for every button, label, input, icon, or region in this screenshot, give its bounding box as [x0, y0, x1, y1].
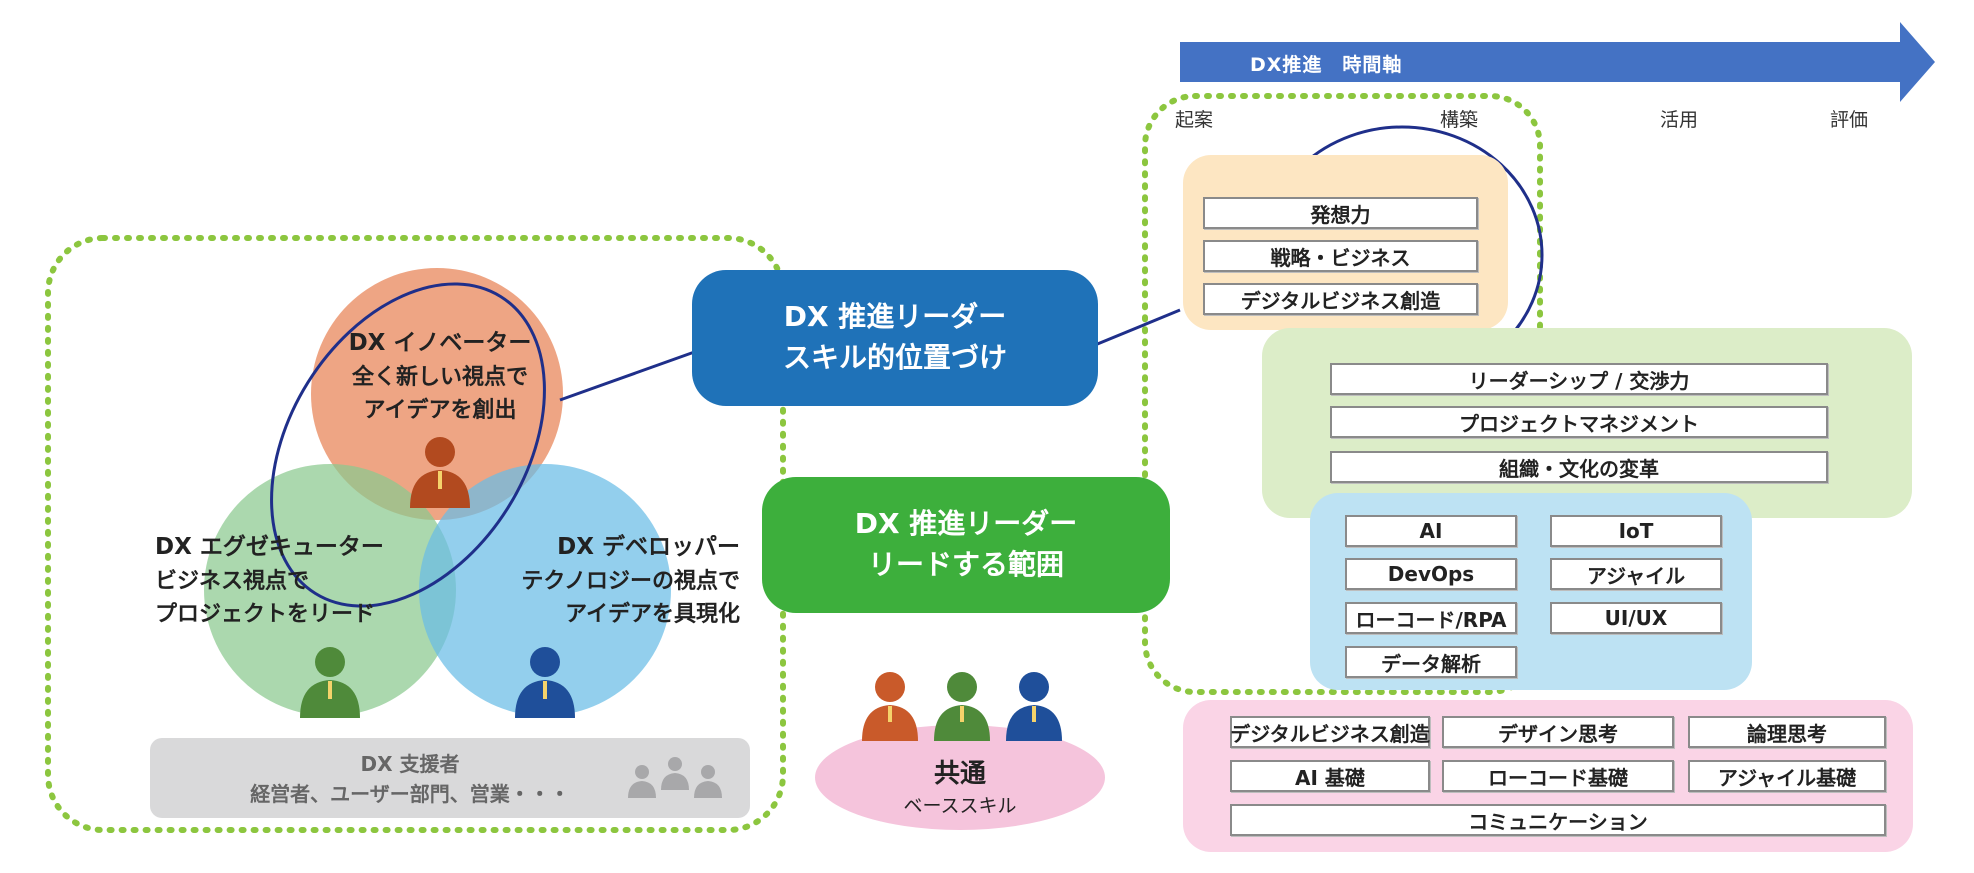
base-skill-ai-basics: AI 基礎 — [1230, 760, 1430, 792]
developer-line2: アイデアを具現化 — [565, 601, 740, 627]
supporter-title: DX 支援者 — [360, 752, 460, 776]
time-axis-arrow — [1180, 22, 1935, 102]
innovator-line1: 全く新しい視点で — [351, 364, 528, 390]
skill-strategy-business: 戦略・ビジネス — [1203, 240, 1478, 272]
base-skill-digital-business-creation: デジタルビジネス創造 — [1230, 716, 1430, 748]
skill-ai: AI — [1345, 515, 1517, 547]
innovator-text: DX イノベーター 全く新しい視点で アイデアを創出 — [340, 326, 540, 427]
executor-line1: ビジネス視点で — [155, 568, 310, 594]
developer-person-icon — [515, 647, 575, 718]
common-executor-person-icon — [934, 672, 990, 741]
common-title: 共通 — [933, 759, 986, 789]
executor-line2: プロジェクトをリード — [155, 601, 376, 627]
base-skill-agile-basics: アジャイル基礎 — [1688, 760, 1886, 792]
skill-ui-ux: UI/UX — [1550, 602, 1722, 634]
skill-devops: DevOps — [1345, 558, 1517, 590]
time-axis-label: DX推進 時間軸 — [1250, 54, 1403, 76]
executor-person-icon — [300, 647, 360, 718]
connector-left — [559, 348, 701, 402]
skill-ideation: 発想力 — [1203, 197, 1478, 229]
executor-circle — [204, 464, 456, 716]
lead-scope-pill: DX 推進リーダー リードする範囲 — [762, 477, 1170, 613]
base-skill-lowcode-basics: ローコード基礎 — [1442, 760, 1674, 792]
innovator-title: DX イノベーター — [348, 330, 532, 356]
innovator-line2: アイデアを創出 — [363, 397, 517, 423]
base-skill-design-thinking: デザイン思考 — [1442, 716, 1674, 748]
connector-right — [1094, 308, 1181, 347]
common-base-skill: 共通 ベーススキル — [815, 725, 1105, 830]
supporter-group-icon — [628, 757, 722, 798]
developer-line1: テクノロジーの視点で — [521, 568, 740, 594]
common-subtitle: ベーススキル — [903, 795, 1017, 817]
position-pill-line1: DX 推進リーダー — [783, 300, 1007, 334]
skill-org-culture-change: 組織・文化の変革 — [1330, 451, 1828, 483]
developer-circle — [419, 464, 671, 716]
lead-pill-line1: DX 推進リーダー — [854, 507, 1078, 541]
innovator-highlight-ellipse — [270, 282, 546, 608]
position-pill: DX 推進リーダー スキル的位置づけ — [692, 270, 1098, 406]
position-pill-line2: スキル的位置づけ — [782, 341, 1007, 374]
phase-planning: 起案 — [1175, 109, 1214, 131]
developer-title: DX デベロッパー — [557, 534, 740, 560]
dx-supporter-box: DX 支援者 経営者、ユーザー部門、営業・・・ — [150, 738, 750, 818]
skill-digital-business-creation: デジタルビジネス創造 — [1203, 283, 1478, 315]
skill-agile: アジャイル — [1550, 558, 1722, 590]
innovator-circle — [311, 268, 563, 520]
executor-text: DX エグゼキューター ビジネス視点で プロジェクトをリード — [155, 530, 384, 631]
executor-title: DX エグゼキューター — [155, 534, 384, 560]
skill-lowcode-rpa: ローコード/RPA — [1345, 602, 1517, 634]
phase-evaluation: 評価 — [1830, 109, 1869, 131]
developer-text: DX デベロッパー テクノロジーの視点で アイデアを具現化 — [500, 530, 740, 631]
common-people-icons — [862, 672, 1062, 741]
phase-building: 構築 — [1440, 109, 1479, 131]
lead-pill-line2: リードする範囲 — [867, 548, 1064, 581]
skill-leadership: リーダーシップ / 交渉力 — [1330, 363, 1828, 395]
skill-project-management: プロジェクトマネジメント — [1330, 406, 1828, 438]
common-innovator-person-icon — [862, 672, 918, 741]
common-developer-person-icon — [1006, 672, 1062, 741]
supporter-members: 経営者、ユーザー部門、営業・・・ — [250, 782, 570, 806]
base-skill-logical-thinking: 論理思考 — [1688, 716, 1886, 748]
base-skill-communication: コミュニケーション — [1230, 804, 1886, 836]
skill-data-analysis: データ解析 — [1345, 646, 1517, 678]
innovator-person-icon — [410, 437, 470, 508]
skill-iot: IoT — [1550, 515, 1722, 547]
phase-utilization: 活用 — [1660, 109, 1699, 131]
